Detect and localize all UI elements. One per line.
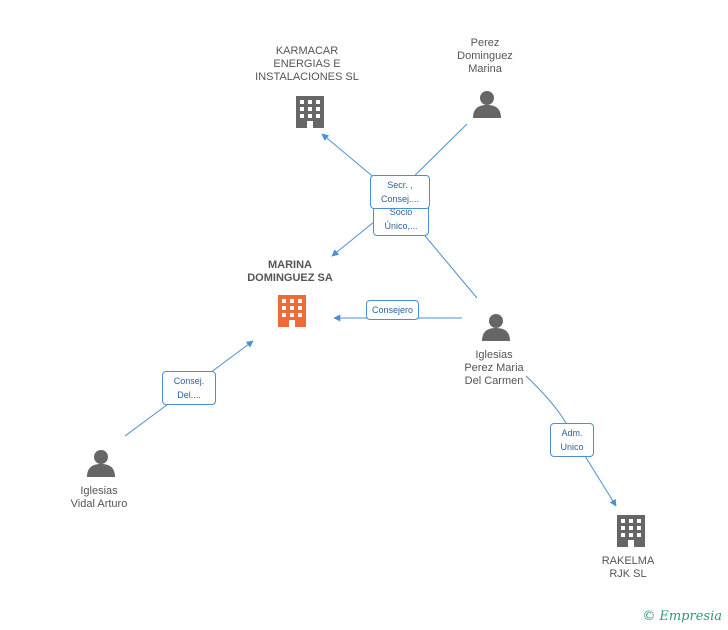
edge-label-adm[interactable]: Adm. Unico (550, 423, 594, 457)
person-icon (87, 450, 115, 477)
copyright-icon: © (642, 609, 656, 624)
node-marina-sa-label[interactable]: MARINA DOMINGUEZ SA (247, 259, 333, 284)
edge-label-consej-del[interactable]: Consej. Del.... (162, 371, 216, 405)
brand-logo[interactable]: ©Empresia (642, 609, 722, 624)
node-rakelma-label[interactable]: RAKELMA RJK SL (601, 555, 655, 580)
brand-name: Empresia (659, 609, 722, 624)
node-perez-marina-label[interactable]: Perez Dominguez Marina (457, 37, 513, 75)
building-icon (296, 96, 324, 128)
edge-label-secr[interactable]: Secr. , Consej.... (370, 175, 430, 209)
node-iglesias-carmen-label[interactable]: Iglesias Perez Maria Del Carmen (464, 349, 524, 387)
node-karmacar-label[interactable]: KARMACAR ENERGIAS E INSTALACIONES SL (255, 45, 359, 83)
person-icon (482, 314, 510, 341)
node-iglesias-arturo-label[interactable]: Iglesias Vidal Arturo (70, 485, 128, 510)
main-building-icon (278, 295, 306, 327)
person-icon (473, 91, 501, 118)
building-icon (617, 515, 645, 547)
edge-label-consejero[interactable]: Consejero (366, 300, 420, 320)
